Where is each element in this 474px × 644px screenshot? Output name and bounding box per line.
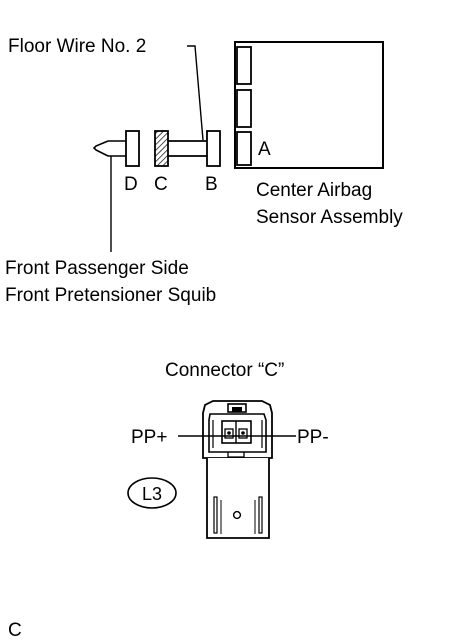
connector-b [206, 130, 221, 167]
l3-badge-label: L3 [142, 484, 162, 504]
squib-label-line1: Front Passenger Side [5, 258, 189, 279]
connector-a [236, 131, 252, 166]
floor-wire-leader [187, 45, 204, 141]
connector-c-title: Connector “C” [165, 360, 284, 381]
pin-left-label: PP+ [131, 427, 167, 448]
pin-right-label: PP- [297, 427, 329, 448]
connector-c-drawing [202, 400, 273, 539]
center-airbag-sensor-box [234, 41, 384, 169]
squib-label-line2: Front Pretensioner Squib [5, 285, 216, 306]
connector-b-label: B [205, 174, 218, 195]
squib-wire-end [92, 140, 109, 157]
l3-badge [127, 477, 177, 509]
connector-c [154, 130, 169, 167]
corner-code: C [8, 620, 22, 641]
center-airbag-label-line2: Sensor Assembly [256, 207, 403, 228]
sensor-port-1 [236, 46, 252, 85]
sensor-port-2 [236, 89, 252, 128]
connector-d [125, 130, 140, 167]
center-airbag-label-line1: Center Airbag [256, 180, 372, 201]
connector-a-label: A [258, 139, 271, 160]
connector-c-label: C [154, 174, 168, 195]
floor-wire-label: Floor Wire No. 2 [8, 36, 146, 57]
connector-d-label: D [124, 174, 138, 195]
